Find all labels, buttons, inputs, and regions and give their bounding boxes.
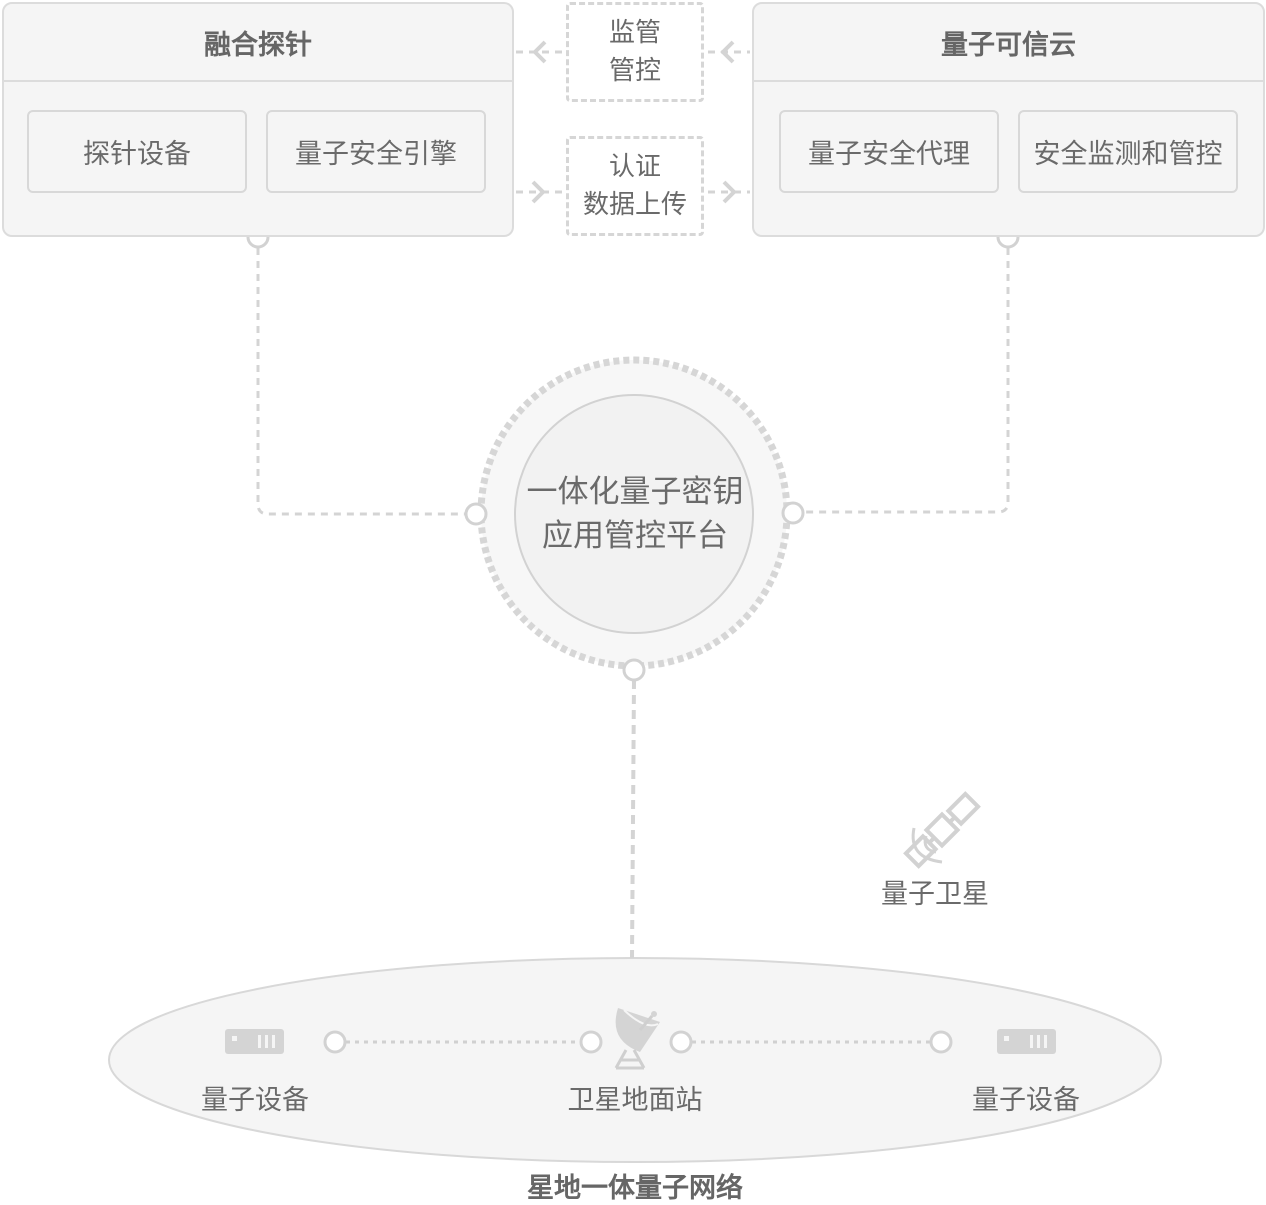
left-panel-title: 融合探针 — [4, 4, 512, 82]
link-box-upload: 认证 数据上传 — [566, 136, 704, 236]
platform-label-line-2: 应用管控平台 — [542, 518, 728, 554]
connector-node-icon — [323, 1030, 347, 1054]
module-quantum-security-engine: 量子安全引擎 — [266, 110, 486, 193]
link-upload-line-2: 数据上传 — [582, 190, 687, 220]
connector-node-icon — [579, 1030, 603, 1054]
link-upload-line-1: 认证 — [608, 152, 661, 182]
module-security-monitoring: 安全监测和管控 — [1018, 110, 1238, 193]
satellite-label: 量子卫星 — [881, 879, 989, 910]
link-supervise-line-1: 监管 — [608, 18, 661, 48]
link-box-supervise: 监管 管控 — [566, 2, 704, 102]
module-quantum-security-agent: 量子安全代理 — [779, 110, 999, 193]
platform-label: 一体化量子密钥 应用管控平台 — [515, 470, 755, 558]
connector-node-icon — [669, 1030, 693, 1054]
connector-node-icon — [929, 1030, 953, 1054]
server-icon — [997, 1029, 1056, 1054]
arrow-icon — [532, 40, 547, 64]
connector-right — [803, 248, 1010, 514]
ground-station-label: 卫星地面站 — [567, 1085, 703, 1116]
link-supervise-line-2: 管控 — [608, 56, 661, 86]
module-probe-device: 探针设备 — [27, 110, 247, 193]
right-device-label: 量子设备 — [972, 1085, 1080, 1116]
arrow-icon — [720, 40, 735, 64]
platform-label-line-1: 一体化量子密钥 — [526, 474, 744, 510]
satellite-signal-icon — [911, 827, 943, 864]
connector-node-icon — [781, 501, 805, 525]
right-panel: 量子可信云 量子安全代理 安全监测和管控 — [752, 2, 1265, 237]
left-panel: 融合探针 探针设备 量子安全引擎 — [2, 2, 514, 237]
network-title: 星地一体量子网络 — [527, 1173, 743, 1204]
dish-antenna-icon — [614, 1008, 660, 1070]
left-device-label: 量子设备 — [201, 1085, 309, 1116]
right-panel-title: 量子可信云 — [754, 4, 1263, 82]
connector-node-icon — [464, 502, 488, 526]
connector-bottom — [630, 679, 636, 959]
arrow-icon — [531, 180, 546, 204]
server-icon — [225, 1029, 284, 1054]
connector-node-icon — [622, 658, 646, 682]
platform-inner-circle — [514, 394, 754, 634]
connector-left — [256, 248, 466, 516]
satellite-icon — [903, 791, 981, 869]
arrow-icon — [722, 180, 737, 204]
satellite-signal-icon — [923, 835, 937, 854]
